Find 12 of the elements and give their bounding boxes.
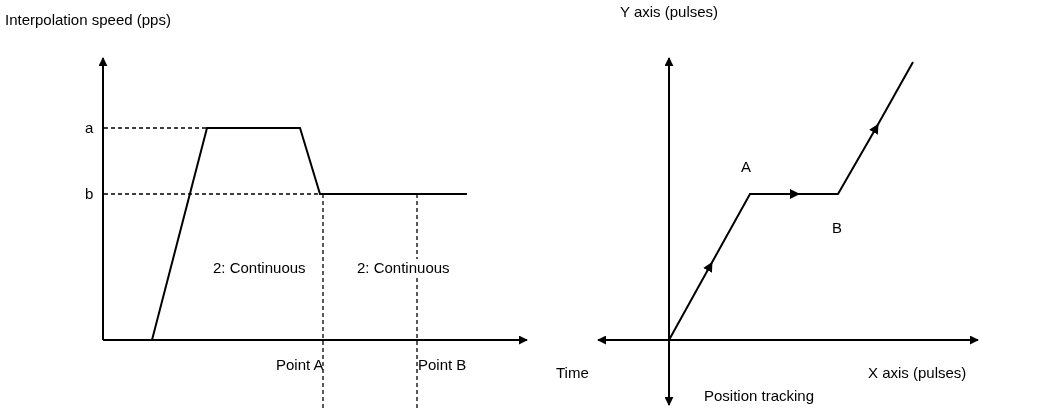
axis-label: X axis (pulses) — [868, 364, 967, 382]
tick-label: a — [85, 119, 94, 137]
tick-label: b — [85, 185, 94, 203]
axis-label: Time — [556, 364, 589, 382]
point-label: Point A — [276, 356, 324, 374]
axis-label: Y axis (pulses) — [620, 3, 719, 21]
point-label: B — [832, 219, 842, 237]
segment-label: 2: Continuous — [357, 259, 450, 277]
axis-label: Interpolation speed (pps) — [5, 11, 171, 29]
point-label: A — [741, 158, 751, 176]
point-label: Point B — [418, 356, 467, 374]
caption: Position tracking — [704, 387, 815, 405]
